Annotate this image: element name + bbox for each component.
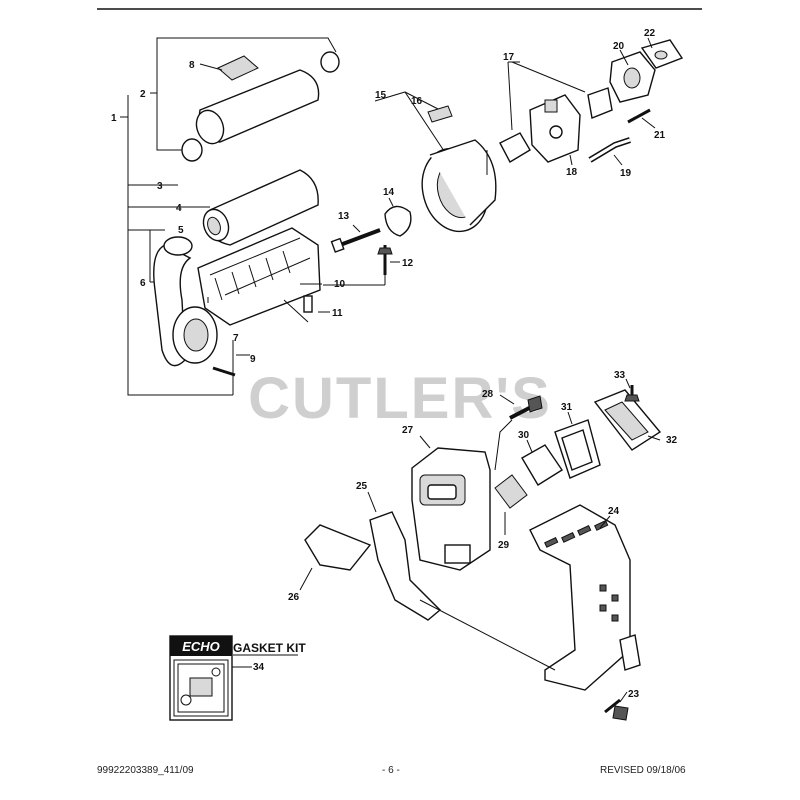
housing-15	[374, 91, 497, 233]
callout-33: 33	[614, 370, 626, 381]
callout-13: 13	[338, 211, 350, 222]
callout-11: 11	[332, 308, 343, 319]
callout-6: 6	[140, 278, 146, 289]
callout-34: 34	[253, 662, 265, 673]
gasket-kit: ECHO GASKET KIT	[169, 635, 306, 721]
callout-23: 23	[628, 689, 640, 700]
callout-29: 29	[498, 540, 510, 551]
callout-26: 26	[288, 592, 300, 603]
callout-31: 31	[561, 402, 573, 413]
callout-32: 32	[666, 435, 678, 446]
callout-18: 18	[566, 167, 578, 178]
callout-3: 3	[157, 181, 163, 192]
watermark: CUTLER'S	[248, 366, 552, 431]
callout-8: 8	[189, 60, 195, 71]
callout-16: 16	[411, 96, 423, 107]
callout-27: 27	[402, 425, 414, 436]
gasket-kit-title: GASKET KIT	[233, 641, 306, 655]
callout-7: 7	[233, 333, 239, 344]
bolt-group-12-14	[323, 197, 412, 286]
callout-5: 5	[178, 225, 184, 236]
footer-revision-date: REVISED 09/18/06	[600, 765, 686, 776]
callout-30: 30	[518, 430, 530, 441]
footer-doc-number: 99922203389_411/09	[97, 765, 194, 776]
callout-10: 10	[334, 279, 346, 290]
muffler-group	[299, 378, 662, 721]
callout-15: 15	[375, 90, 387, 101]
carburetor-group	[499, 37, 684, 166]
callout-28: 28	[482, 389, 494, 400]
callout-21: 21	[654, 130, 666, 141]
callout-9: 9	[250, 354, 256, 365]
callout-17: 17	[503, 52, 515, 63]
air-cleaner-group	[120, 37, 340, 396]
callout-4: 4	[176, 203, 182, 214]
callout-1: 1	[111, 113, 117, 124]
echo-logo: ECHO	[182, 639, 220, 654]
callout-12: 12	[402, 258, 414, 269]
callout-labels: 1 2 3 4 5 6 7 8 9 10 11 12 13 14 15 16 1…	[111, 28, 678, 700]
callout-2: 2	[140, 89, 146, 100]
callout-14: 14	[383, 187, 395, 198]
callout-24: 24	[608, 506, 620, 517]
callout-22: 22	[644, 28, 656, 39]
callout-19: 19	[620, 168, 632, 179]
footer-page-number: - 6 -	[382, 765, 400, 776]
callout-25: 25	[356, 481, 368, 492]
callout-20: 20	[613, 41, 625, 52]
